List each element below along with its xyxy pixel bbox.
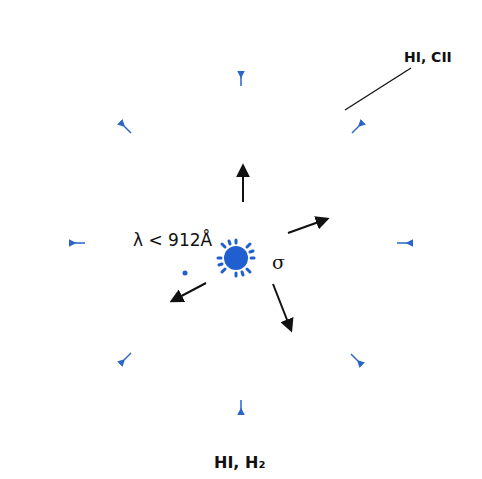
wavelength-label: λ < 912Å bbox=[133, 231, 212, 251]
front-arrows bbox=[75, 77, 407, 409]
dot bbox=[183, 271, 188, 276]
band-label: HI, CII bbox=[404, 49, 452, 65]
neutral-region: λ < 912Å σHI, H₂ bbox=[3, 4, 479, 479]
ionized-circle bbox=[73, 75, 409, 411]
region-label: HI, H₂ bbox=[211, 454, 268, 472]
text-holder: HI, H₂ bbox=[211, 453, 268, 472]
star-type-label: σ bbox=[272, 252, 285, 274]
ionized-region: λ < 912Å σ bbox=[73, 75, 409, 411]
star-symbol bbox=[218, 240, 254, 276]
leader-line bbox=[345, 68, 411, 110]
dotted-disk bbox=[3, 4, 479, 479]
text-holder: HI, CII bbox=[404, 47, 452, 66]
text-holder: σ bbox=[272, 252, 285, 274]
text-holder: λ < 912Å bbox=[133, 231, 212, 251]
